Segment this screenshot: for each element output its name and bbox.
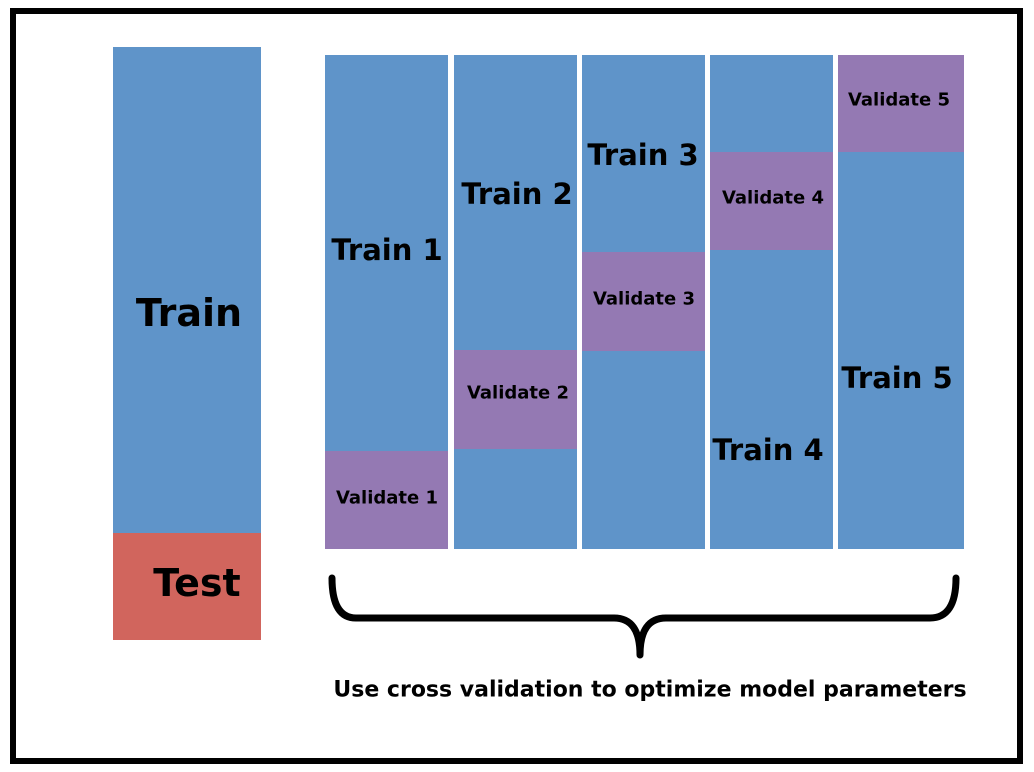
fold-2-validate-block [454,350,577,449]
train-block [113,47,261,533]
test-block [113,533,261,640]
fold-2-train-label: Train 2 [461,177,573,211]
fold-1-train-label: Train 1 [331,233,443,267]
fold-3-train-label: Train 3 [587,138,699,172]
fold-1-validate-block [325,451,448,549]
fold-5-validate-label: Validate 5 [847,89,951,111]
fold-3-validate-label: Validate 3 [592,288,696,310]
fold-2-column [454,55,577,549]
fold-4-train-label: Train 4 [712,433,824,467]
fold-4-column [710,55,833,549]
caption: Use cross validation to optimize model p… [333,677,967,703]
train-label: Train [135,291,243,335]
fold-4-validate-block [710,152,833,250]
fold-1-validate-label: Validate 1 [335,487,439,509]
fold-3-validate-block [582,252,705,351]
test-label: Test [153,561,241,605]
fold-4-validate-label: Validate 4 [721,187,825,209]
fold-5-validate-block [838,55,964,152]
fold-2-validate-label: Validate 2 [466,382,570,404]
fold-5-train-label: Train 5 [841,361,953,395]
